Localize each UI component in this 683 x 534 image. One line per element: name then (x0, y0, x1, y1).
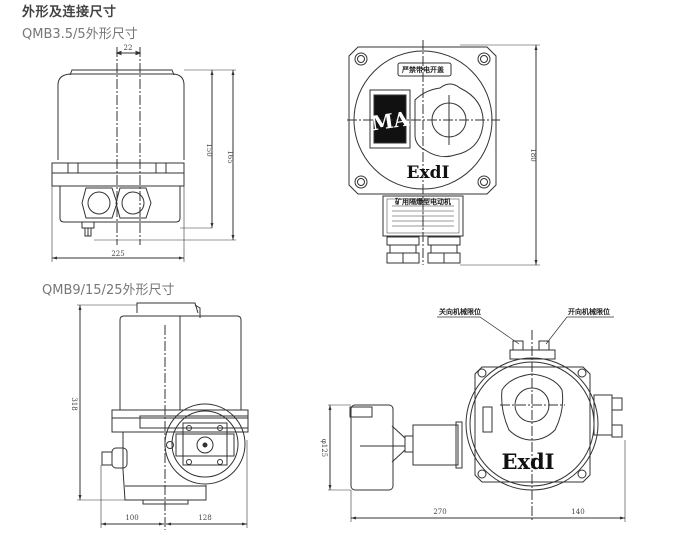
dim-b-right: 128 (198, 514, 211, 522)
exd-marking-b: ExdI (501, 449, 554, 474)
model-b-title: QMB9/15/25外形尺寸 (42, 283, 175, 298)
dim-b-left: 100 (125, 514, 138, 522)
exd-marking-a: ExdI (407, 163, 450, 183)
model-b-side-view (77, 302, 249, 530)
callout-close-limit: 关向机械限位 (439, 307, 481, 316)
dim-diameter: φ125 (320, 439, 328, 457)
section-heading: 外形及连接尺寸 (22, 5, 117, 20)
dim-shaft-offset: 22 (124, 44, 133, 52)
dimension-arrows (52, 45, 625, 526)
dim-width: 225 (111, 250, 124, 258)
model-b-top-view (328, 316, 626, 522)
dim-top-right: 140 (571, 508, 584, 516)
callout-open-limit: 开向机械限位 (568, 307, 610, 316)
nameplate-title: 矿用隔爆型电动机 (395, 197, 451, 206)
dim-front-height: 180 (529, 148, 537, 161)
model-a-front-view (347, 40, 540, 266)
model-a-side-view (51, 47, 236, 262)
dim-total-height: 165 (226, 150, 234, 163)
ma-mark: MA (370, 106, 411, 135)
warning-plate: 严禁带电开盖 (401, 65, 444, 74)
model-a-title: QMB3.5/5外形尺寸 (22, 27, 138, 42)
dim-b-height: 318 (70, 397, 78, 410)
dim-top-left: 270 (433, 508, 446, 516)
dim-body-height: 150 (205, 143, 213, 156)
